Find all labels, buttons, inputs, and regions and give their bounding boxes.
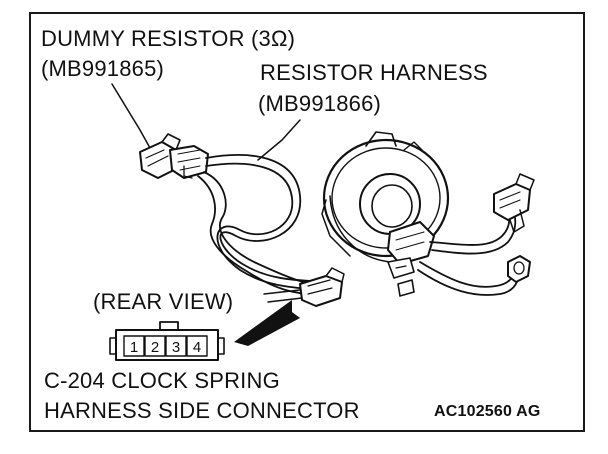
lower-right-connector bbox=[507, 255, 531, 283]
figure-code: AC102560 AG bbox=[434, 403, 541, 420]
upper-right-connector bbox=[493, 173, 535, 233]
pin-number: 4 bbox=[193, 339, 201, 356]
dummy-resistor-leader bbox=[111, 83, 151, 149]
figure-frame bbox=[29, 12, 585, 432]
resistor-harness-label: RESISTOR HARNESS bbox=[260, 60, 488, 85]
rear-view-label: (REAR VIEW) bbox=[93, 289, 234, 314]
pin-number: 3 bbox=[172, 339, 180, 356]
connector-pin-labels: 1 2 3 4 bbox=[130, 339, 201, 356]
pin-number: 1 bbox=[130, 339, 138, 356]
rear-view-arrow bbox=[234, 300, 300, 346]
clock-spring bbox=[321, 131, 450, 297]
pin-number: 2 bbox=[151, 339, 159, 356]
resistor-harness-part-number: (MB991866) bbox=[258, 91, 382, 116]
harness-connector bbox=[263, 267, 345, 307]
dummy-resistor-part-number: (MB991865) bbox=[41, 56, 165, 81]
rear-view-connector bbox=[109, 321, 225, 361]
connector-name-line1: C-204 CLOCK SPRING bbox=[44, 368, 280, 393]
resistor-harness-wires bbox=[197, 154, 327, 295]
connector-name-line2: HARNESS SIDE CONNECTOR bbox=[44, 398, 360, 423]
dummy-resistor-label: DUMMY RESISTOR (3Ω) bbox=[41, 26, 296, 51]
dummy-resistor-plug bbox=[139, 133, 209, 179]
resistor-harness-leader bbox=[257, 119, 301, 161]
